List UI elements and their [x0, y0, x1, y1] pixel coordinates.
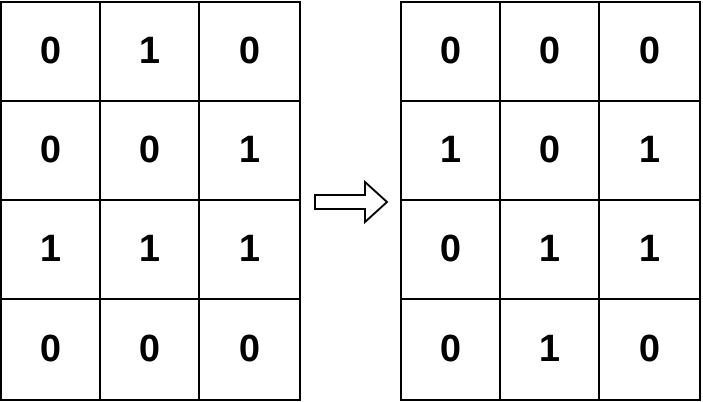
grid-cell: 1 [101, 3, 200, 102]
grid-cell: 0 [638, 328, 661, 370]
grid-cell: 0 [200, 3, 299, 102]
grid-cell: 1 [600, 102, 699, 201]
grid-cell: 1 [200, 201, 299, 300]
grid-cell: 1 [600, 201, 699, 300]
grid-cell: 0 [402, 300, 501, 399]
grid-cell: 1 [2, 201, 101, 300]
grid-cell: 1 [501, 201, 600, 300]
grid-cell: 0 [501, 102, 600, 201]
grid-cell: 0 [501, 3, 600, 102]
grid-cell: 0 [101, 102, 200, 201]
grid-cell: 0 [2, 102, 101, 201]
grid-cell: 1 [501, 300, 600, 399]
grid-cell: 0 [2, 3, 101, 102]
grid-cell: 1 [200, 102, 299, 201]
grid-cell: 1 [101, 201, 200, 300]
grid-cell: 0 [238, 328, 261, 370]
grid-cell: 0 [101, 300, 200, 399]
grid-cell: 0 [402, 201, 501, 300]
grid-cell: 0 [402, 3, 501, 102]
grid-cell: 0 [2, 300, 101, 399]
right-arrow-icon [314, 180, 389, 224]
grid-cell: 0 [600, 3, 699, 102]
grid-cell: 1 [402, 102, 501, 201]
